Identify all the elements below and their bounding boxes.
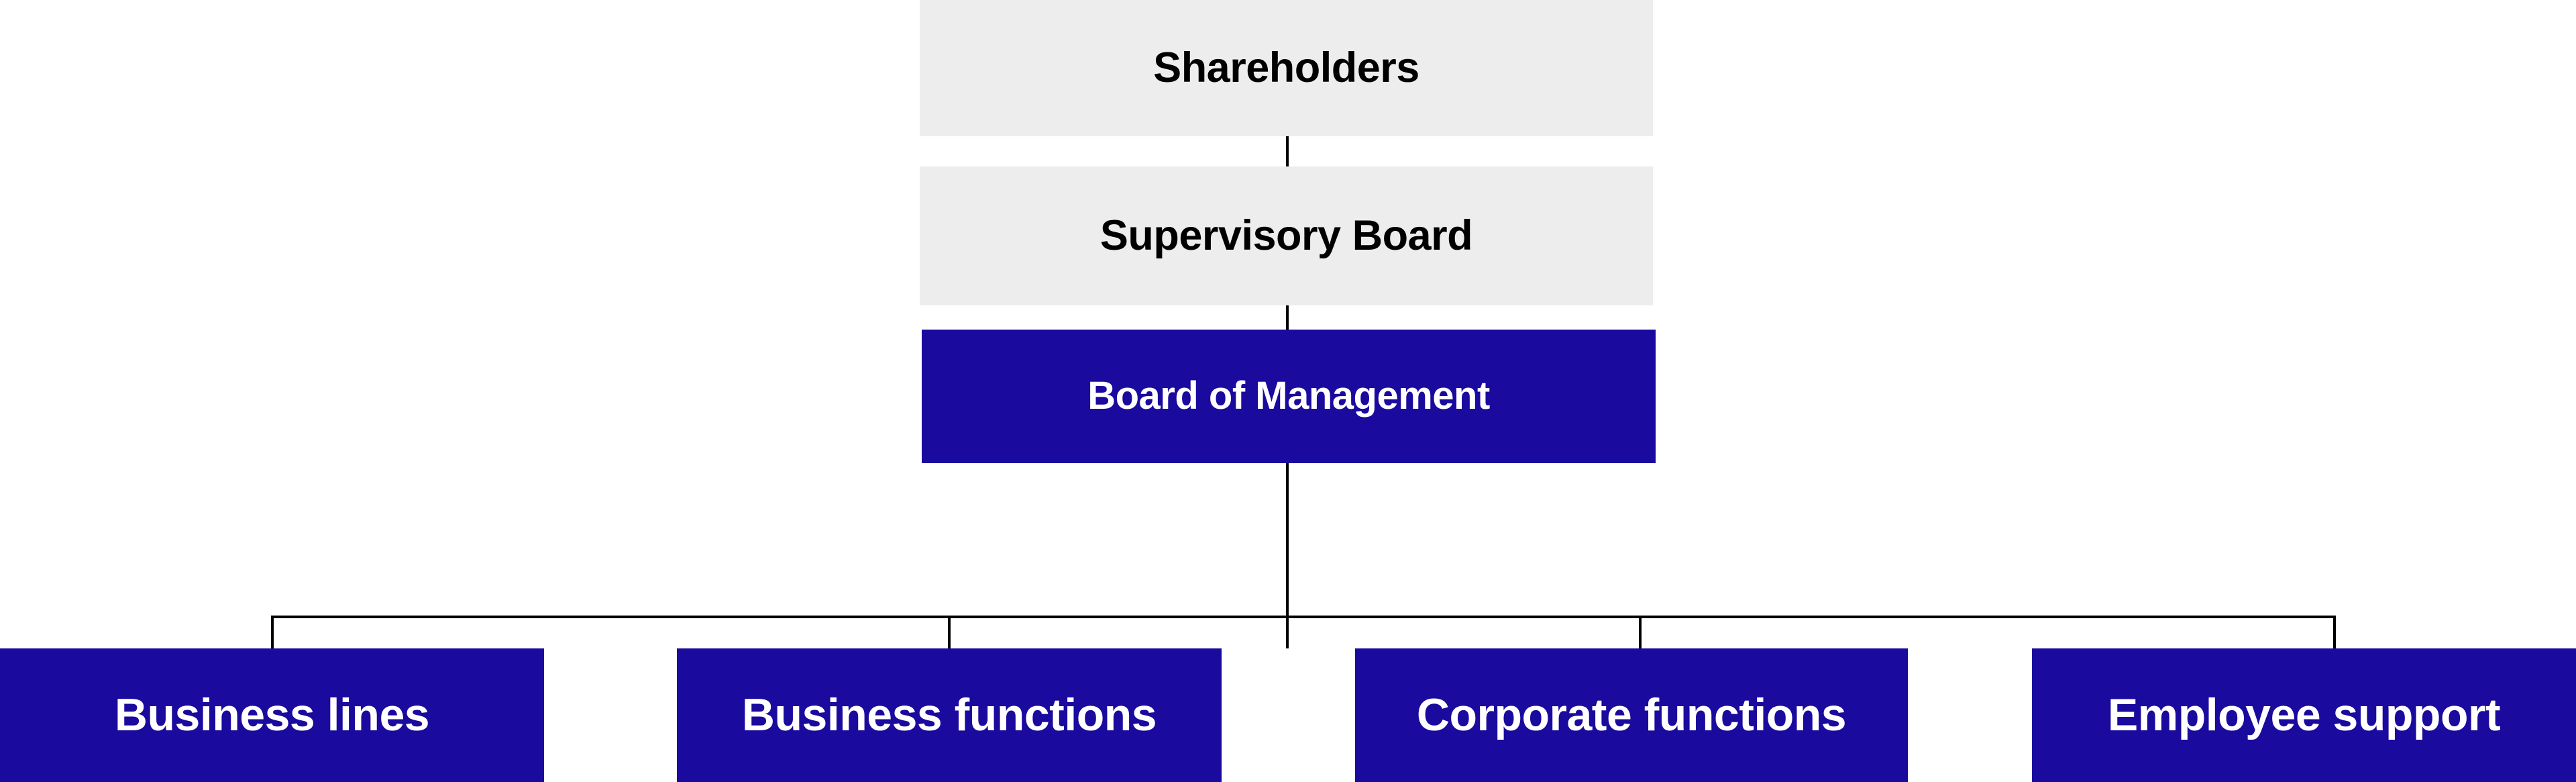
org-node-supervisory-board-label: Supervisory Board bbox=[1099, 212, 1473, 260]
org-node-board-of-management[interactable]: Board of Management bbox=[922, 330, 1656, 463]
org-node-shareholders-label: Shareholders bbox=[1153, 44, 1419, 92]
org-node-shareholders[interactable]: Shareholders bbox=[920, 0, 1653, 136]
org-node-corporate-functions[interactable]: Corporate functions bbox=[1355, 648, 1908, 782]
connector-drop-corporate-functions bbox=[1639, 616, 1642, 648]
org-node-employee-support[interactable]: Employee support bbox=[2032, 648, 2576, 782]
connector-drop-business-functions bbox=[948, 616, 951, 648]
org-node-corporate-functions-label: Corporate functions bbox=[1416, 689, 1847, 740]
org-node-business-lines[interactable]: Business lines bbox=[0, 648, 544, 782]
org-node-business-lines-label: Business lines bbox=[114, 689, 430, 740]
org-node-board-of-management-label: Board of Management bbox=[1087, 374, 1490, 418]
org-node-business-functions-label: Business functions bbox=[741, 689, 1157, 740]
connector-board-of-management-stem bbox=[1286, 463, 1289, 648]
org-node-supervisory-board[interactable]: Supervisory Board bbox=[920, 166, 1653, 305]
org-node-employee-support-label: Employee support bbox=[2107, 689, 2501, 740]
connector-supervisory-board-to-board-of-management bbox=[1286, 305, 1289, 330]
connector-horizontal-bus bbox=[272, 616, 2336, 618]
org-node-business-functions[interactable]: Business functions bbox=[677, 648, 1222, 782]
connector-drop-business-lines bbox=[271, 616, 274, 648]
connector-shareholders-to-supervisory-board bbox=[1286, 136, 1289, 166]
connector-drop-employee-support bbox=[2333, 616, 2336, 648]
